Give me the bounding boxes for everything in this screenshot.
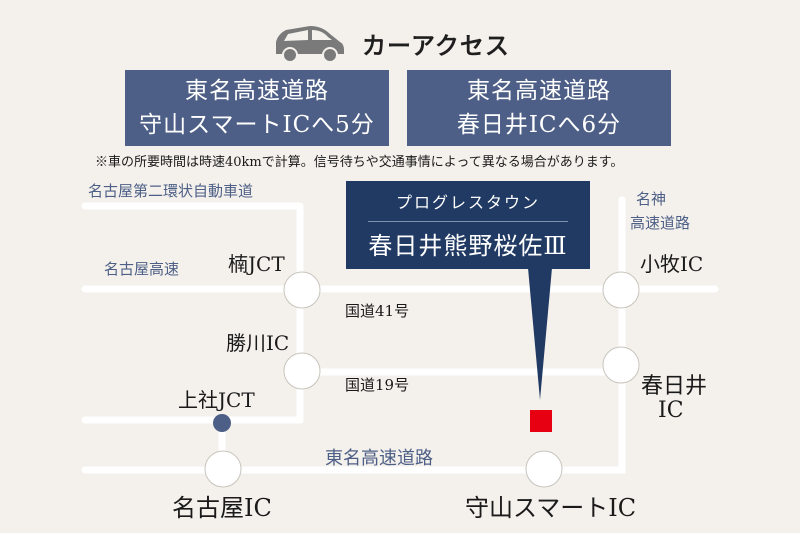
ring-road-label: 名古屋第二環状自動車道 — [88, 182, 254, 200]
kusunoki-jct-label: 楠JCT — [228, 252, 285, 276]
moriyama-smart-ic-node — [525, 450, 563, 488]
nagoya-ic-node — [204, 450, 242, 488]
property-name: 春日井熊野桜佐Ⅲ — [368, 232, 568, 260]
access-box-road: 東名高速道路 — [185, 78, 329, 104]
property-marker — [530, 410, 552, 432]
property-divider — [368, 221, 568, 222]
komaki-ic-label: 小牧IC — [640, 252, 704, 276]
komaki-ic-node — [602, 271, 640, 309]
moriyama-smart-ic-label: 守山スマートIC — [465, 494, 637, 522]
kasugai-ic-label-line1: 春日井 — [641, 374, 708, 399]
kamiyashiro-jct-label: 上社JCT — [178, 388, 255, 412]
page-title: カーアクセス — [362, 32, 510, 60]
route19-label: 国道19号 — [345, 376, 410, 394]
meishin-label-line1: 名神 — [636, 190, 667, 208]
kamiyashiro-jct-dot — [213, 414, 231, 432]
property-subtitle: プログレスタウン — [395, 193, 540, 212]
access-box-time: 春日井ICへ6分 — [456, 112, 622, 138]
property-pointer — [528, 268, 552, 400]
nagoya-ic-label: 名古屋IC — [172, 494, 272, 522]
travel-time-note: ※車の所要時間は時速40kmで計算。信号待ちや交通事情によって異なる場合がありま… — [95, 155, 624, 170]
route41-label: 国道41号 — [345, 302, 410, 320]
access-box-moriyama: 東名高速道路 守山スマートICへ5分 — [125, 70, 389, 146]
katsukawa-ic-label: 勝川IC — [226, 331, 290, 355]
tomei-label: 東名高速道路 — [325, 448, 433, 469]
meishin-label-line2: 高速道路 — [630, 214, 691, 232]
access-box-time: 守山スマートICへ5分 — [139, 112, 375, 138]
kusunoki-jct-node — [283, 271, 321, 309]
access-box-kasugai: 東名高速道路 春日井ICへ6分 — [407, 70, 671, 146]
kasugai-ic-label-line2: IC — [658, 398, 684, 423]
katsukawa-ic-node — [283, 352, 321, 390]
car-icon — [276, 26, 344, 63]
nagoya-expressway-label: 名古屋高速 — [104, 260, 180, 278]
kasugai-ic-node — [602, 346, 640, 384]
access-box-road: 東名高速道路 — [467, 78, 611, 104]
property-label-box: プログレスタウン 春日井熊野桜佐Ⅲ — [346, 181, 590, 269]
